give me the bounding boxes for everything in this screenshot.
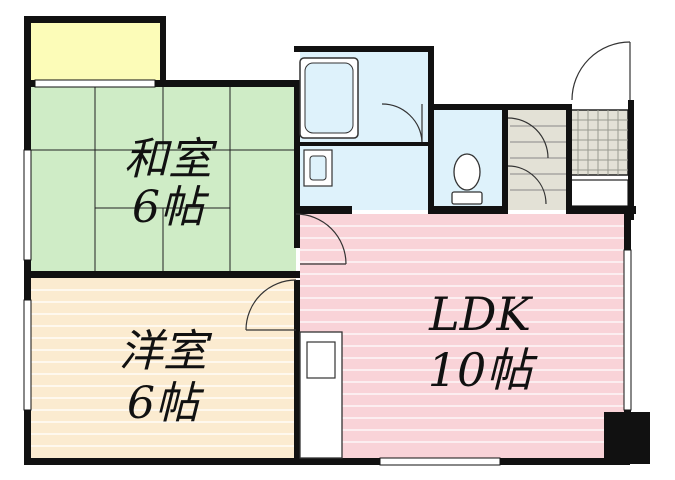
flooring-lines-youshitsu	[30, 289, 296, 447]
balcony	[30, 22, 162, 80]
youshitsu-room	[30, 278, 296, 458]
ldk-size: 10帖	[428, 343, 539, 397]
entrance-steps	[510, 125, 566, 191]
windows	[23, 79, 632, 466]
door-swings	[245, 41, 631, 331]
washitsu-name: 和室	[124, 134, 218, 185]
youshitsu-name: 洋室	[119, 326, 213, 377]
genkan-tile-grid	[568, 110, 628, 175]
youshitsu-size: 6帖	[127, 378, 205, 429]
shoe-cabinet	[567, 179, 629, 207]
bathtub-inner	[304, 62, 354, 134]
flooring-lines-ldk	[300, 225, 626, 443]
ldk-room	[300, 214, 626, 458]
ldk-name: LDK	[428, 287, 533, 341]
washbasin-bowl	[309, 155, 327, 181]
washitsu-size: 6帖	[132, 182, 210, 233]
kitchen-sink	[306, 341, 336, 379]
entrance-hall	[508, 110, 568, 210]
toilet	[451, 153, 483, 205]
tatami-lines	[30, 87, 296, 271]
